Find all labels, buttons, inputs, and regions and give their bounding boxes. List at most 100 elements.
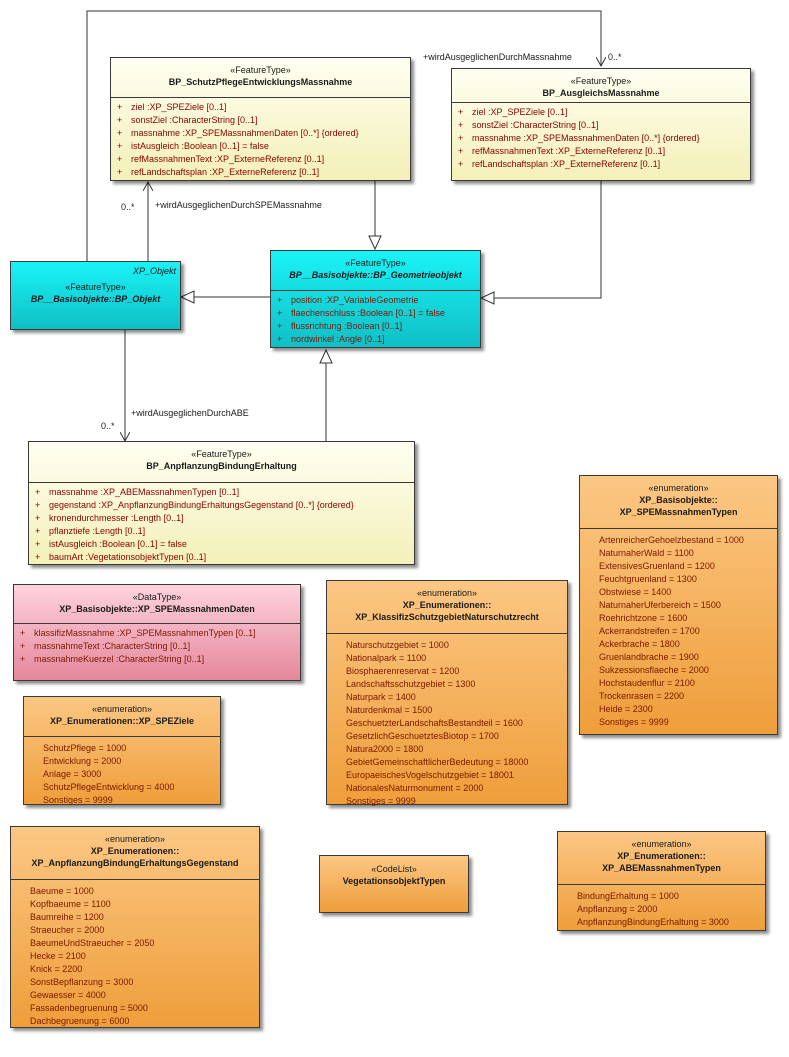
attribute-row: +pflanztiefe :Length [0..1] (29, 525, 414, 538)
class-name: BP_AnpflanzungBindungErhaltung (146, 461, 297, 471)
class-name: VegetationsobjektTypen (342, 876, 446, 886)
attribute-text: massnahme :XP_SPEMassnahmenDaten [0..*] … (131, 128, 359, 138)
association-role-abe: +wirdAusgeglichenDurchABE (131, 408, 249, 418)
enum-abemassnahmentypen[interactable]: «enumeration» XP_Enumerationen:: XP_ABEM… (557, 831, 766, 931)
attribute-row: + nordwinkel :Angle [0..1] (271, 333, 480, 346)
association-role-ausgleich: +wirdAusgeglichenDurchMassnahme (423, 52, 572, 62)
attribute-row: + massnahmeText :CharacterString [0..1] (14, 640, 300, 653)
attribute-text: position :XP_VariableGeometrie (291, 295, 419, 305)
class-stereotype: «DataType» (132, 592, 182, 602)
enum-literal: Sonstiges = 9999 (599, 717, 669, 727)
attribute-row: +refMassnahmenText :XP_ExterneReferenz [… (111, 153, 410, 166)
class-stereotype: «enumeration» (91, 704, 153, 714)
attribute-row: +massnahme :XP_ABEMassnahmenTypen [0..1] (29, 486, 414, 499)
attribute-list: +ziel :XP_SPEZiele [0..1]+sonstZiel :Cha… (111, 97, 410, 179)
generalization-arrow-geo (179, 290, 195, 304)
codelist-vegetationsobjekttypen[interactable]: «CodeList» VegetationsobjektTypen (319, 855, 469, 913)
visibility-marker: + (458, 133, 464, 143)
enum-literal: Naturschutzgebiet = 1000 (346, 640, 449, 650)
attribute-row: +refLandschaftsplan :XP_ExterneReferenz … (452, 158, 750, 171)
attribute-row: + refLandschaftsplan :XP_ExterneReferenz … (111, 166, 410, 179)
enum-klassifizschutzgebiet[interactable]: «enumeration» XP_Enumerationen:: XP_Klas… (326, 580, 568, 806)
class-name: XP_Enumerationen:: (90, 846, 180, 856)
enum-literal: Entwicklung = 2000 (43, 756, 122, 766)
class-name: XP_Enumerationen:: (402, 600, 492, 610)
visibility-marker: + (35, 500, 41, 510)
attribute-text: massnahmeText :CharacterString [0..1] (34, 641, 191, 651)
class-stereotype: «enumeration» (631, 839, 692, 849)
enum-literal: NaturnaherWald = 1100 (599, 548, 694, 558)
attribute-list: + position :XP_VariableGeometrie + flaechen… (271, 290, 480, 346)
enum-literal: Fassadenbegruenung = 5000 (30, 1003, 148, 1013)
enum-literal: GeschuetzterLandschaftsBestandteil = 160… (346, 718, 523, 728)
enum-literal: SchutzPflege = 1000 (43, 743, 127, 753)
enum-literal: Naturpark = 1400 (346, 692, 416, 702)
visibility-marker: + (277, 321, 283, 331)
visibility-marker: + (458, 146, 464, 156)
enum-anpflanzunggegenstand[interactable]: «enumeration» XP_Enumerationen:: XP_Anpf… (10, 826, 260, 1028)
attribute-text: refMassnahmenText :XP_ExterneReferenz [0… (472, 146, 666, 156)
enum-literal: Baeume = 1000 (30, 886, 94, 896)
enum-literal: BindungErhaltung = 1000 (577, 891, 679, 901)
attribute-row: +klassifizMassnahme :XP_SPEMassnahmenTyp… (14, 627, 300, 640)
class-stereotype: «FeatureType» (191, 449, 252, 459)
attribute-text: flussrichtung :Boolean [0..1] (291, 321, 403, 331)
enum-literal: Dachbegruenung = 6000 (30, 1016, 130, 1026)
class-bp-objekt[interactable]: XP_Objekt «FeatureType» BP__Basisobjekte… (10, 261, 181, 330)
visibility-marker: + (35, 552, 41, 562)
attribute-text: klassifizMassnahme :XP_SPEMassnahmenType… (34, 628, 256, 638)
enum-literal: Sukzessionsflaeche = 2000 (599, 665, 709, 675)
attribute-text: nordwinkel :Angle [0..1] (291, 334, 385, 344)
generalization-line-ausgleich (494, 181, 602, 299)
enum-literal: Hochstaudenflur = 2100 (599, 678, 695, 688)
association-multiplicity-abe: 0..* (101, 421, 115, 431)
enum-literal: AnpflanzungBindungErhaltung = 3000 (577, 917, 729, 927)
enum-spemassnahmentypen[interactable]: «enumeration» XP_Basisobjekte:: XP_SPEMa… (579, 475, 778, 735)
enum-literal: Knick = 2200 (30, 964, 83, 974)
class-ausgleichsmassnahme[interactable]: «FeatureType» BP_AusgleichsMassnahme +zi… (451, 68, 751, 181)
enum-literal: SchutzPflegeEntwicklung = 4000 (43, 782, 175, 792)
attribute-text: refMassnahmenText :XP_ExterneReferenz [0… (131, 154, 325, 164)
attribute-text: gegenstand :XP_AnpflanzungBindungErhaltu… (49, 500, 354, 510)
visibility-marker: + (277, 334, 283, 344)
class-name: XP_Basisobjekte:: (639, 495, 718, 505)
attribute-row: + position :XP_VariableGeometrie (271, 294, 480, 307)
enum-literal: Landschaftsschutzgebiet = 1300 (346, 679, 476, 689)
visibility-marker: + (277, 295, 283, 305)
attribute-text: sonstZiel :CharacterString [0..1] (472, 120, 599, 130)
attribute-text: refLandschaftsplan :XP_ExterneReferenz [… (131, 167, 320, 177)
visibility-marker: + (117, 167, 123, 177)
enum-literal: Sonstiges = 9999 (346, 796, 416, 806)
enum-literal: Heide = 2300 (599, 704, 653, 714)
class-name: XP_Basisobjekte::XP_SPEMassnahmenDaten (59, 604, 255, 614)
class-schutzpflege[interactable]: «FeatureType» BP_SchutzPflegeEntwicklung… (110, 57, 411, 181)
attribute-text: ziel :XP_SPEZiele [0..1] (472, 107, 568, 117)
visibility-marker: + (35, 487, 41, 497)
enum-spezziele[interactable]: «enumeration» XP_Enumerationen::XP_SPEZi… (23, 696, 221, 805)
class-stereotype: «FeatureType» (345, 258, 406, 268)
class-anpflanzung[interactable]: «FeatureType» BP_AnpflanzungBindungErhal… (28, 441, 415, 565)
enum-literal: Sonstiges = 9999 (43, 795, 113, 805)
enum-literal: Baumreihe = 1200 (30, 912, 104, 922)
attribute-text: sonstZiel :CharacterString [0..1] (131, 115, 258, 125)
attribute-row: +massnahmeKuerzel :CharacterString [0..1… (14, 653, 300, 666)
datatype-spemassnahmendaten[interactable]: «DataType» XP_Basisobjekte::XP_SPEMassna… (13, 584, 301, 681)
class-stereotype: «FeatureType» (570, 76, 632, 86)
visibility-marker: + (277, 308, 283, 318)
visibility-marker: + (117, 141, 123, 151)
enum-literal: Anpflanzung = 2000 (577, 904, 658, 914)
attribute-text: istAusgleich :Boolean [0..1] = false (49, 539, 187, 549)
enum-literal: Gruenlandbrache = 1900 (599, 652, 699, 662)
visibility-marker: + (20, 641, 26, 651)
attribute-text: flaechenschluss :Boolean [0..1] = false (291, 308, 445, 318)
attribute-list: +massnahme :XP_ABEMassnahmenTypen [0..1]… (29, 482, 414, 564)
class-geometrieobjekt[interactable]: «FeatureType» BP__Basisobjekte::BP_Geome… (270, 250, 481, 348)
enum-literal: EuropaeischesVogelschutzgebiet = 18001 (346, 770, 514, 780)
attribute-list: + ziel :XP_SPEZiele [0..1] + sonstZiel :Cha… (452, 102, 750, 171)
enum-literal: Gewaesser = 4000 (30, 990, 106, 1000)
class-stereotype: «enumeration» (416, 588, 478, 598)
enum-literal: Straeucher = 2000 (30, 925, 105, 935)
enum-literal: GesetzlichGeschuetztesBiotop = 1700 (346, 731, 499, 741)
attribute-row: +massnahme :XP_SPEMassnahmenDaten [0..*]… (111, 127, 410, 140)
